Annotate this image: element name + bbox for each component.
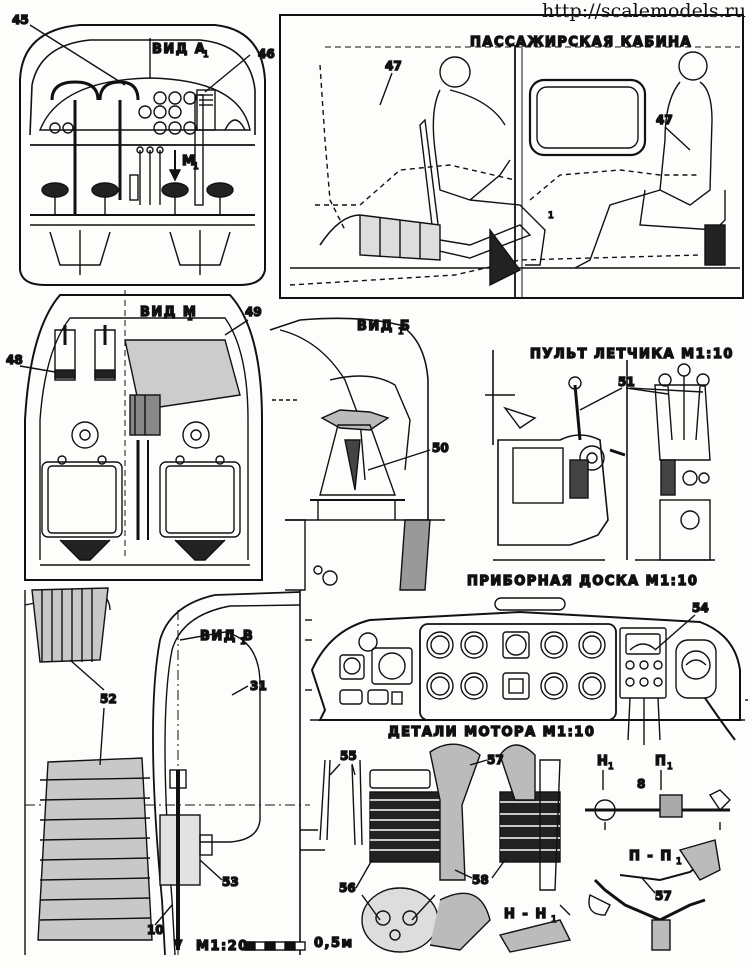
view-b-label: ВИД Б	[357, 319, 411, 334]
engine-details-drawing	[300, 743, 731, 953]
callout-48: 48	[6, 353, 23, 367]
section-n-label: Н	[597, 754, 609, 769]
callout-53: 53	[222, 875, 239, 889]
callout-47-b: 47	[656, 113, 673, 127]
passenger-cabin-view	[279, 14, 744, 299]
view-a-arrow-subscript: 1	[193, 162, 199, 172]
callout-51: 51	[618, 375, 635, 389]
section-n-subscript: 1	[608, 762, 614, 772]
pilot-console-title: ПУЛЬТ ЛЕТЧИКА М1:10	[530, 347, 734, 362]
stripe-panel-52-lower	[37, 757, 153, 941]
callout-1: 1	[548, 211, 554, 221]
view-a-label: ВИД А	[152, 42, 206, 57]
passenger-cabin-title: ПАССАЖИРСКАЯ КАБИНА	[470, 35, 692, 50]
scale-bar	[244, 941, 306, 951]
scale-label: М1:20	[196, 939, 249, 954]
watermark-url[interactable]: http://scalemodels.ru	[542, 0, 746, 22]
section-pp-subscript: 1	[676, 857, 682, 867]
view-m-cockpit-top	[24, 290, 263, 581]
scale-end-label: 0,5м	[314, 936, 354, 951]
view-a-cockpit-front	[19, 24, 266, 286]
callout-58: 58	[472, 873, 489, 887]
callout-8: 8	[637, 777, 645, 791]
callout-52: 52	[100, 692, 117, 706]
engine-details-title: ДЕТАЛИ МОТОРА М1:10	[388, 725, 595, 740]
callout-54: 54	[692, 601, 709, 615]
callout-10: 10	[147, 923, 164, 937]
section-p-label: П	[655, 754, 667, 769]
view-v-subscript: 1	[240, 637, 246, 647]
pilot-console-drawing	[485, 350, 715, 561]
view-a-arrow-label: М	[182, 154, 196, 169]
view-b-side	[269, 317, 445, 591]
instrument-panel-drawing	[305, 597, 748, 745]
view-m-label: ВИД М	[140, 305, 197, 320]
view-a-subscript: 1	[203, 50, 209, 60]
section-p-subscript: 1	[667, 762, 673, 772]
callout-46: 46	[258, 47, 275, 61]
callout-50: 50	[432, 441, 449, 455]
callout-57-a: 57	[487, 753, 504, 767]
callout-57-b: 57	[655, 889, 672, 903]
section-nn-subscript: 1	[551, 915, 557, 925]
instrument-panel-title: ПРИБОРНАЯ ДОСКА М1:10	[467, 574, 698, 589]
section-pp-label: П - П	[629, 849, 673, 864]
stripe-panel-52-upper	[31, 587, 109, 663]
callout-45: 45	[12, 13, 29, 27]
view-v-label: ВИД В	[200, 629, 254, 644]
callout-49: 49	[245, 305, 262, 319]
callout-31: 31	[250, 679, 267, 693]
callout-56: 56	[339, 881, 356, 895]
callout-55: 55	[340, 749, 357, 763]
callout-47-a: 47	[385, 59, 402, 73]
view-m-subscript: 1	[187, 313, 193, 323]
view-b-subscript: 1	[398, 327, 404, 337]
section-nn-label: Н - Н	[504, 907, 548, 922]
